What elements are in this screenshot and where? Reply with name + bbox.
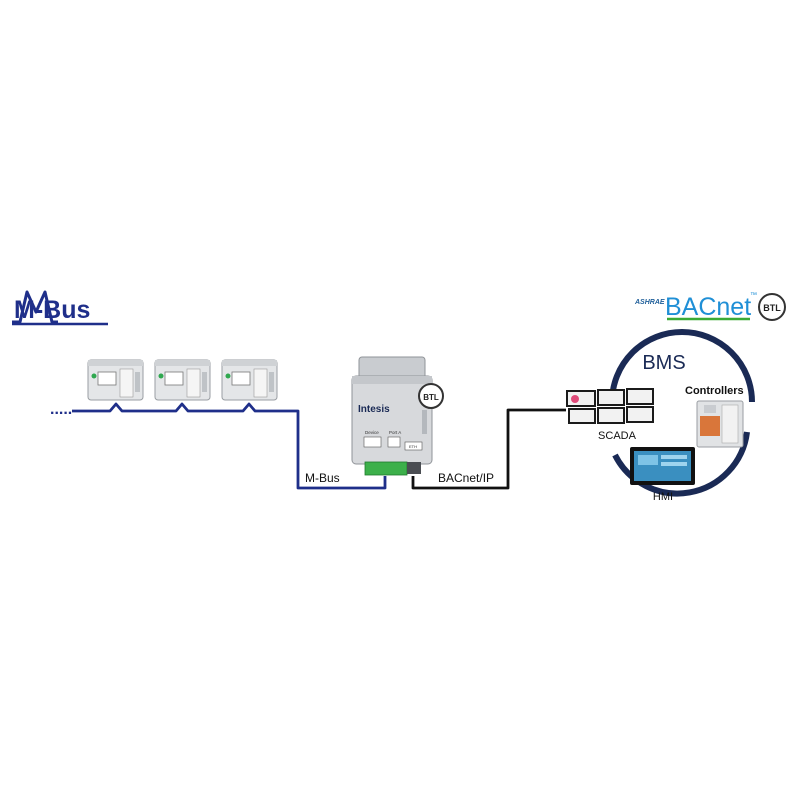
gateway-port-right-label: Port A	[389, 430, 401, 435]
bacnet-logo: ASHRAE BACnet ™ BTL	[634, 292, 786, 321]
bacnet-logo-text: BACnet	[665, 293, 751, 321]
mbus-logo-wave	[12, 290, 58, 324]
controllers-device: Controllers	[685, 385, 744, 448]
mbus-logo: M-Bus	[12, 290, 108, 326]
bus-continuation-dots: .....	[50, 401, 72, 418]
ashrae-label: ASHRAE	[634, 299, 665, 306]
bacnet-trademark: ™	[750, 292, 757, 299]
hmi-panel: HMI	[630, 447, 695, 503]
mbus-meter-3	[221, 359, 278, 401]
scada-label: SCADA	[598, 430, 637, 442]
mbus-meters	[87, 359, 278, 401]
bms-title: BMS	[642, 352, 685, 374]
gateway-brand: Intesis	[358, 404, 390, 415]
svg-text:BTL: BTL	[763, 303, 781, 313]
gateway-green-terminal	[364, 461, 408, 476]
mbus-meter-2	[154, 359, 211, 401]
mbus-meter-1	[87, 359, 144, 401]
mbus-logo-text: M-Bus	[14, 296, 90, 324]
gateway-port-left-label: Device	[365, 430, 379, 435]
scada-monitors: SCADA	[566, 388, 654, 442]
svg-text:BTL: BTL	[423, 393, 439, 402]
bacnet-line-label: BACnet/IP	[438, 471, 494, 485]
gateway-btl-icon: BTL	[418, 383, 444, 409]
hmi-label: HMI	[653, 491, 673, 503]
gateway-eth-label: ETH	[409, 444, 417, 449]
mbus-bus-line: ..... M-Bus	[50, 401, 387, 490]
mbus-line-label: M-Bus	[305, 471, 340, 485]
controllers-label: Controllers	[685, 385, 744, 397]
bacnet-ip-line: BACnet/IP	[411, 408, 566, 490]
btl-mark-icon: BTL	[758, 293, 786, 321]
intesis-gateway: Intesis BTL Device Port A ETH	[351, 356, 444, 476]
